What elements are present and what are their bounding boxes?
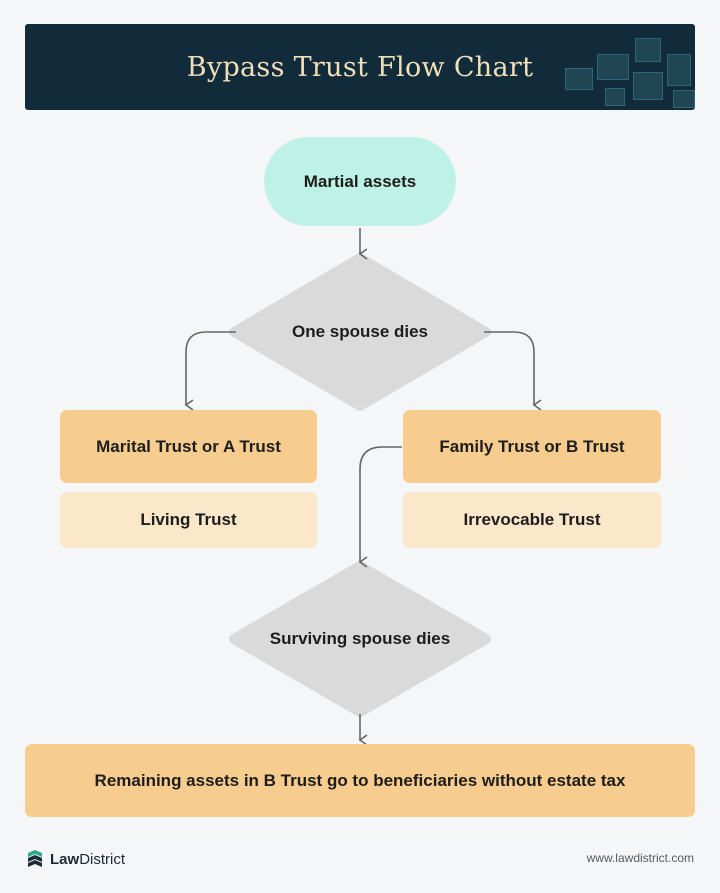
law-district-logo-icon <box>28 850 42 867</box>
marital-trust-label: Marital Trust or A Trust <box>96 436 281 456</box>
decision-node-2: Surviving spouse dies <box>234 566 486 712</box>
start-node-label: Martial assets <box>303 171 417 191</box>
footer-url: www.lawdistrict.com <box>586 851 694 865</box>
decorative-squares <box>535 24 695 110</box>
decision-diamond-1 <box>229 253 491 411</box>
brand-logo: LawDistrict <box>26 848 125 870</box>
family-trust-box: Family Trust or B Trust <box>403 410 661 483</box>
family-trust-label: Family Trust or B Trust <box>439 436 625 456</box>
marital-trust-box: Marital Trust or A Trust <box>60 410 317 483</box>
decision-node-1-label: One spouse dies <box>291 322 429 341</box>
end-node-label: Remaining assets in B Trust go to benefi… <box>94 770 626 790</box>
arrow-to-decision-2 <box>358 446 402 568</box>
header-banner: Bypass Trust Flow Chart <box>25 24 695 110</box>
living-trust-label: Living Trust <box>140 510 237 529</box>
end-node: Remaining assets in B Trust go to benefi… <box>25 744 695 817</box>
brand-name-bold: Law <box>50 850 80 868</box>
decision-diamond-2 <box>229 561 491 717</box>
irrevocable-trust-label: Irrevocable Trust <box>463 510 601 529</box>
page-title: Bypass Trust Flow Chart <box>186 51 534 83</box>
brand-name: LawDistrict <box>50 851 125 868</box>
arrow-to-left-trust <box>184 331 236 411</box>
brand-name-rest: District <box>79 850 126 868</box>
start-node: Martial assets <box>264 137 456 226</box>
living-trust-box: Living Trust <box>60 492 317 548</box>
decision-node-2-label: Surviving spouse dies <box>269 629 451 648</box>
arrow-to-right-trust <box>484 331 542 411</box>
decision-node-1: One spouse dies <box>234 258 486 406</box>
irrevocable-trust-box: Irrevocable Trust <box>403 492 661 548</box>
